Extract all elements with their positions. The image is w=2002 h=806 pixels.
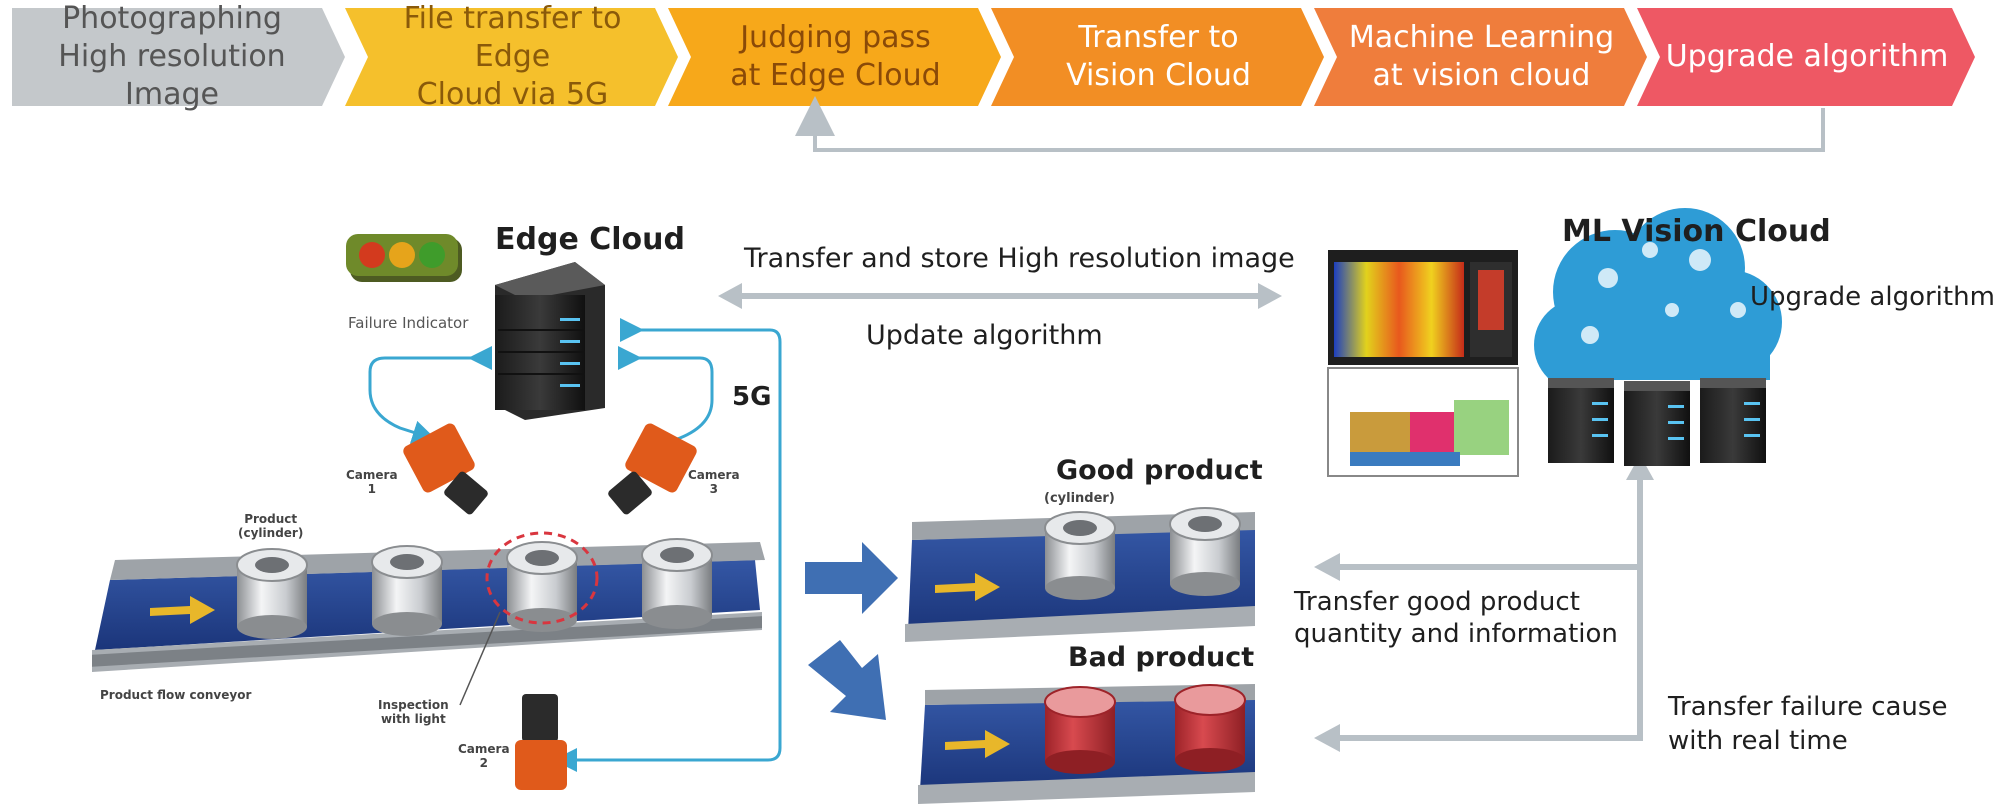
step-6-chevron (1637, 8, 1975, 106)
store-image-label: Transfer and store High resolution image (744, 243, 1295, 274)
product-cylinder (371, 545, 443, 636)
camera-1-icon (403, 423, 488, 515)
step-6-label: Upgrade algorithm (1665, 39, 1949, 74)
step-3-label: Judging pass at Edge Cloud (730, 20, 941, 93)
product-cylinder (506, 541, 578, 632)
step-4-chevron (991, 8, 1324, 106)
flow-direction-arrow (150, 596, 215, 624)
connectors (730, 293, 1643, 741)
step-5-chevron (1314, 8, 1647, 106)
step-2-chevron (345, 8, 678, 106)
step-4-label: Transfer to Vision Cloud (1066, 20, 1251, 93)
return-trunk (1330, 470, 1643, 741)
step-1-chevron (12, 8, 345, 106)
step-1-label: Photographing High resolution Image (58, 1, 286, 112)
good-info-label: Transfer good product quantity and infor… (1294, 587, 1618, 649)
ml-dashboard-screens (1327, 250, 1519, 477)
bad-conveyor (918, 684, 1255, 804)
camera-3-label: Camera 3 (688, 468, 740, 496)
conveyor-label: Product flow conveyor (100, 688, 252, 702)
network-5g-label: 5G (732, 382, 772, 412)
good-product-title: Good product (1056, 455, 1263, 486)
good-product-sub: (cylinder) (1044, 491, 1115, 506)
edge-cloud-title: Edge Cloud (495, 222, 685, 257)
ml-vision-cloud-title: ML Vision Cloud (1562, 214, 1831, 249)
camera-2-label: Camera 2 (458, 742, 510, 770)
process-flow (12, 8, 1975, 106)
connector-arrowheads (718, 283, 1654, 752)
ml-cloud-icon (1534, 208, 1782, 391)
product-label: Product (cylinder) (238, 512, 304, 540)
step-2-label: File transfer to Edge Cloud via 5G (403, 1, 622, 112)
ml-server-rack (1548, 378, 1766, 466)
good-conveyor (905, 507, 1255, 642)
bad-cylinder (1174, 684, 1246, 772)
good-cylinder (1044, 511, 1116, 600)
camera-3-icon (608, 423, 697, 515)
inspection-pointer (459, 611, 501, 706)
ml-upgrade-label: Upgrade algorithm (1750, 282, 1995, 312)
traffic-light-icon (346, 234, 462, 282)
failure-cause-label: Transfer failure cause with real time (1668, 692, 1948, 756)
failure-indicator-label: Failure Indicator (348, 314, 469, 332)
bad-cylinder (1044, 686, 1116, 774)
bad-product-title: Bad product (1068, 642, 1255, 673)
product-cylinder (236, 548, 308, 639)
to-bad-arrow (808, 640, 886, 720)
server-icon (1624, 381, 1690, 466)
camera-2-icon (515, 694, 567, 790)
feedback-loop-arrow (795, 96, 1825, 152)
product-cylinder (641, 538, 713, 629)
step-5-label: Machine Learning at vision cloud (1348, 20, 1615, 93)
inspection-zone (485, 531, 599, 625)
inspection-label: Inspection with light (378, 698, 449, 726)
server-icon (1700, 378, 1766, 463)
step-3-chevron (668, 8, 1001, 106)
edge-server-icon (495, 262, 605, 420)
camera-1-label: Camera 1 (346, 468, 398, 496)
to-good-arrow (805, 542, 898, 614)
server-icon (1548, 378, 1614, 463)
product-cylinders (236, 538, 713, 639)
camera-cables (368, 318, 782, 772)
good-cylinder (1169, 507, 1241, 596)
update-algorithm-label: Update algorithm (866, 320, 1103, 351)
